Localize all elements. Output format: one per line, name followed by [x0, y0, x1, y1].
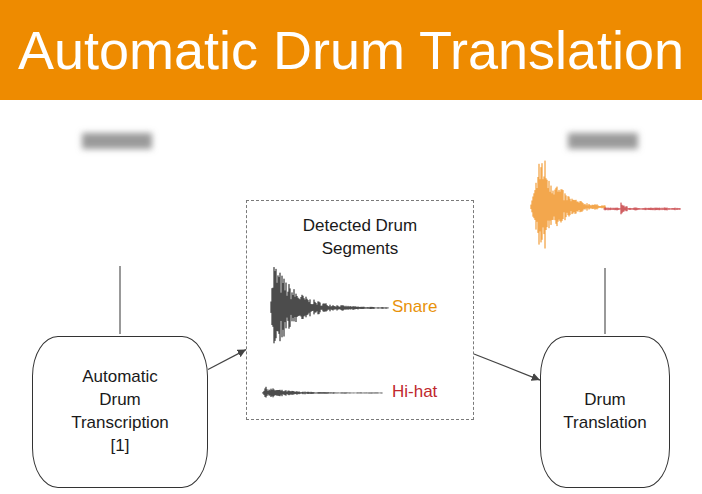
hihat-waveform: [262, 387, 382, 398]
node-label: Detected Drum Segments: [285, 215, 435, 261]
snare-waveform: [270, 267, 388, 343]
node-label: Drum Translation: [555, 389, 655, 435]
segments-box: Detected Drum Segments: [246, 200, 474, 420]
output-leader: [604, 268, 605, 334]
input-waveform: [62, 210, 178, 212]
flow-connector: [208, 350, 246, 370]
redacted-mark: [82, 133, 152, 149]
output-hihat-waveform: [604, 203, 680, 215]
process-box: Drum Translation: [540, 336, 670, 488]
output-snare-waveform: [530, 161, 605, 249]
flow-connector: [474, 354, 540, 380]
input-leader: [119, 266, 120, 334]
process-box: Automatic Drum Transcription [1]: [32, 336, 208, 488]
drum-class-label: Hi-hat: [392, 382, 437, 402]
redacted-mark: [568, 133, 638, 149]
node-label: Automatic Drum Transcription [1]: [64, 366, 176, 458]
diagram-title: Automatic Drum Translation: [18, 19, 684, 81]
drum-class-label: Snare: [392, 297, 437, 317]
title-band: Automatic Drum Translation: [0, 0, 702, 100]
